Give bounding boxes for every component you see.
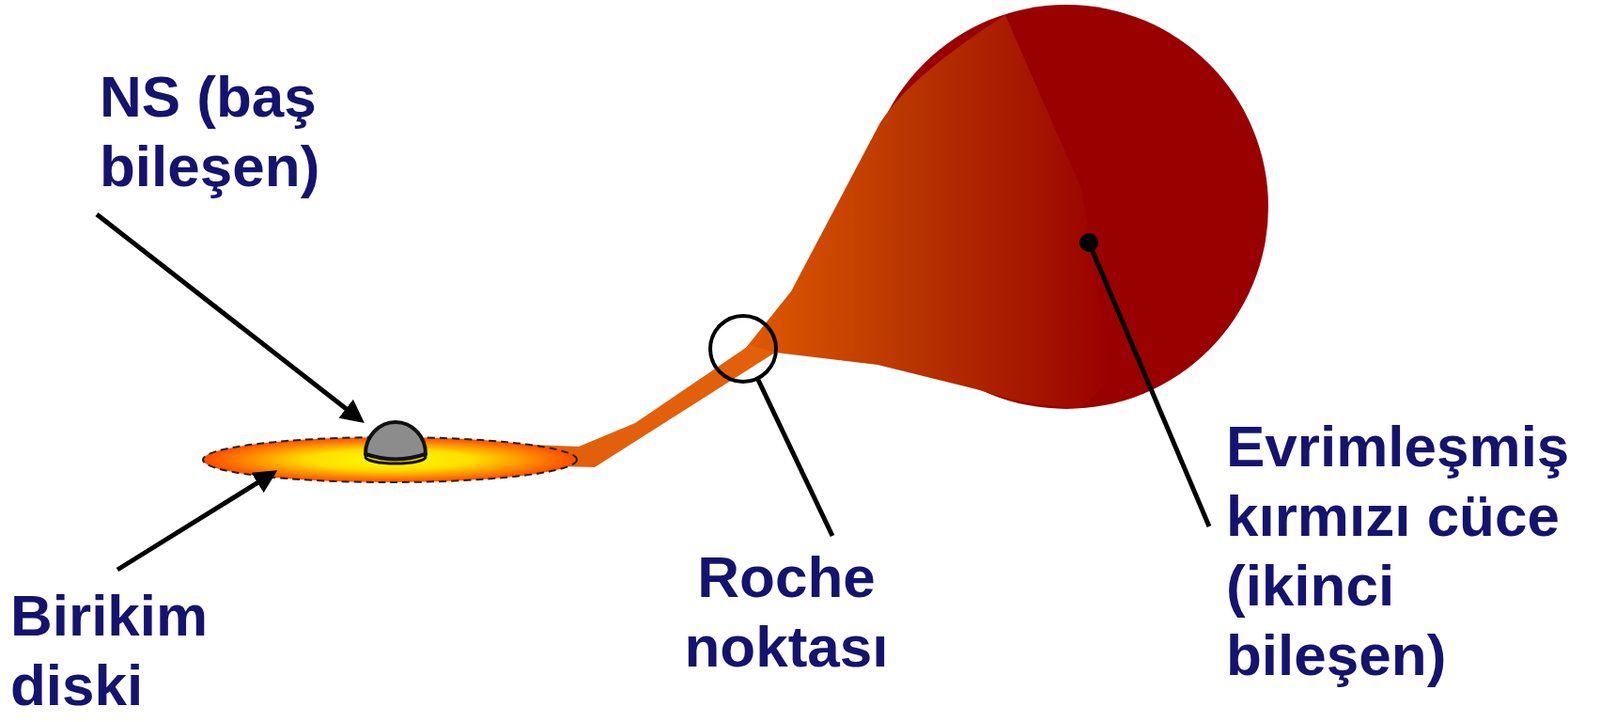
leader-line	[1088, 242, 1210, 527]
label-box: NS (baş bileşen)	[99, 62, 346, 202]
label-box: Roche noktası	[663, 542, 910, 682]
leader-line	[758, 379, 833, 536]
callout-label: Evrimleşmiş kırmızı cüce (ikinci bileşen…	[1226, 411, 1584, 690]
leader-line	[117, 472, 274, 570]
label-box: Evrimleşmiş kırmızı cüce (ikinci bileşen…	[1226, 411, 1584, 690]
roche-lobe	[745, 15, 1113, 408]
leader-line	[96, 214, 361, 420]
label-box: Birikim diski	[10, 580, 257, 720]
neutron-star	[365, 421, 426, 460]
callout-label: Roche noktası	[663, 542, 910, 682]
roche-point-marker	[710, 315, 777, 382]
callout-label: Birikim diski	[10, 580, 257, 720]
callout-label: NS (baş bileşen)	[99, 62, 346, 202]
